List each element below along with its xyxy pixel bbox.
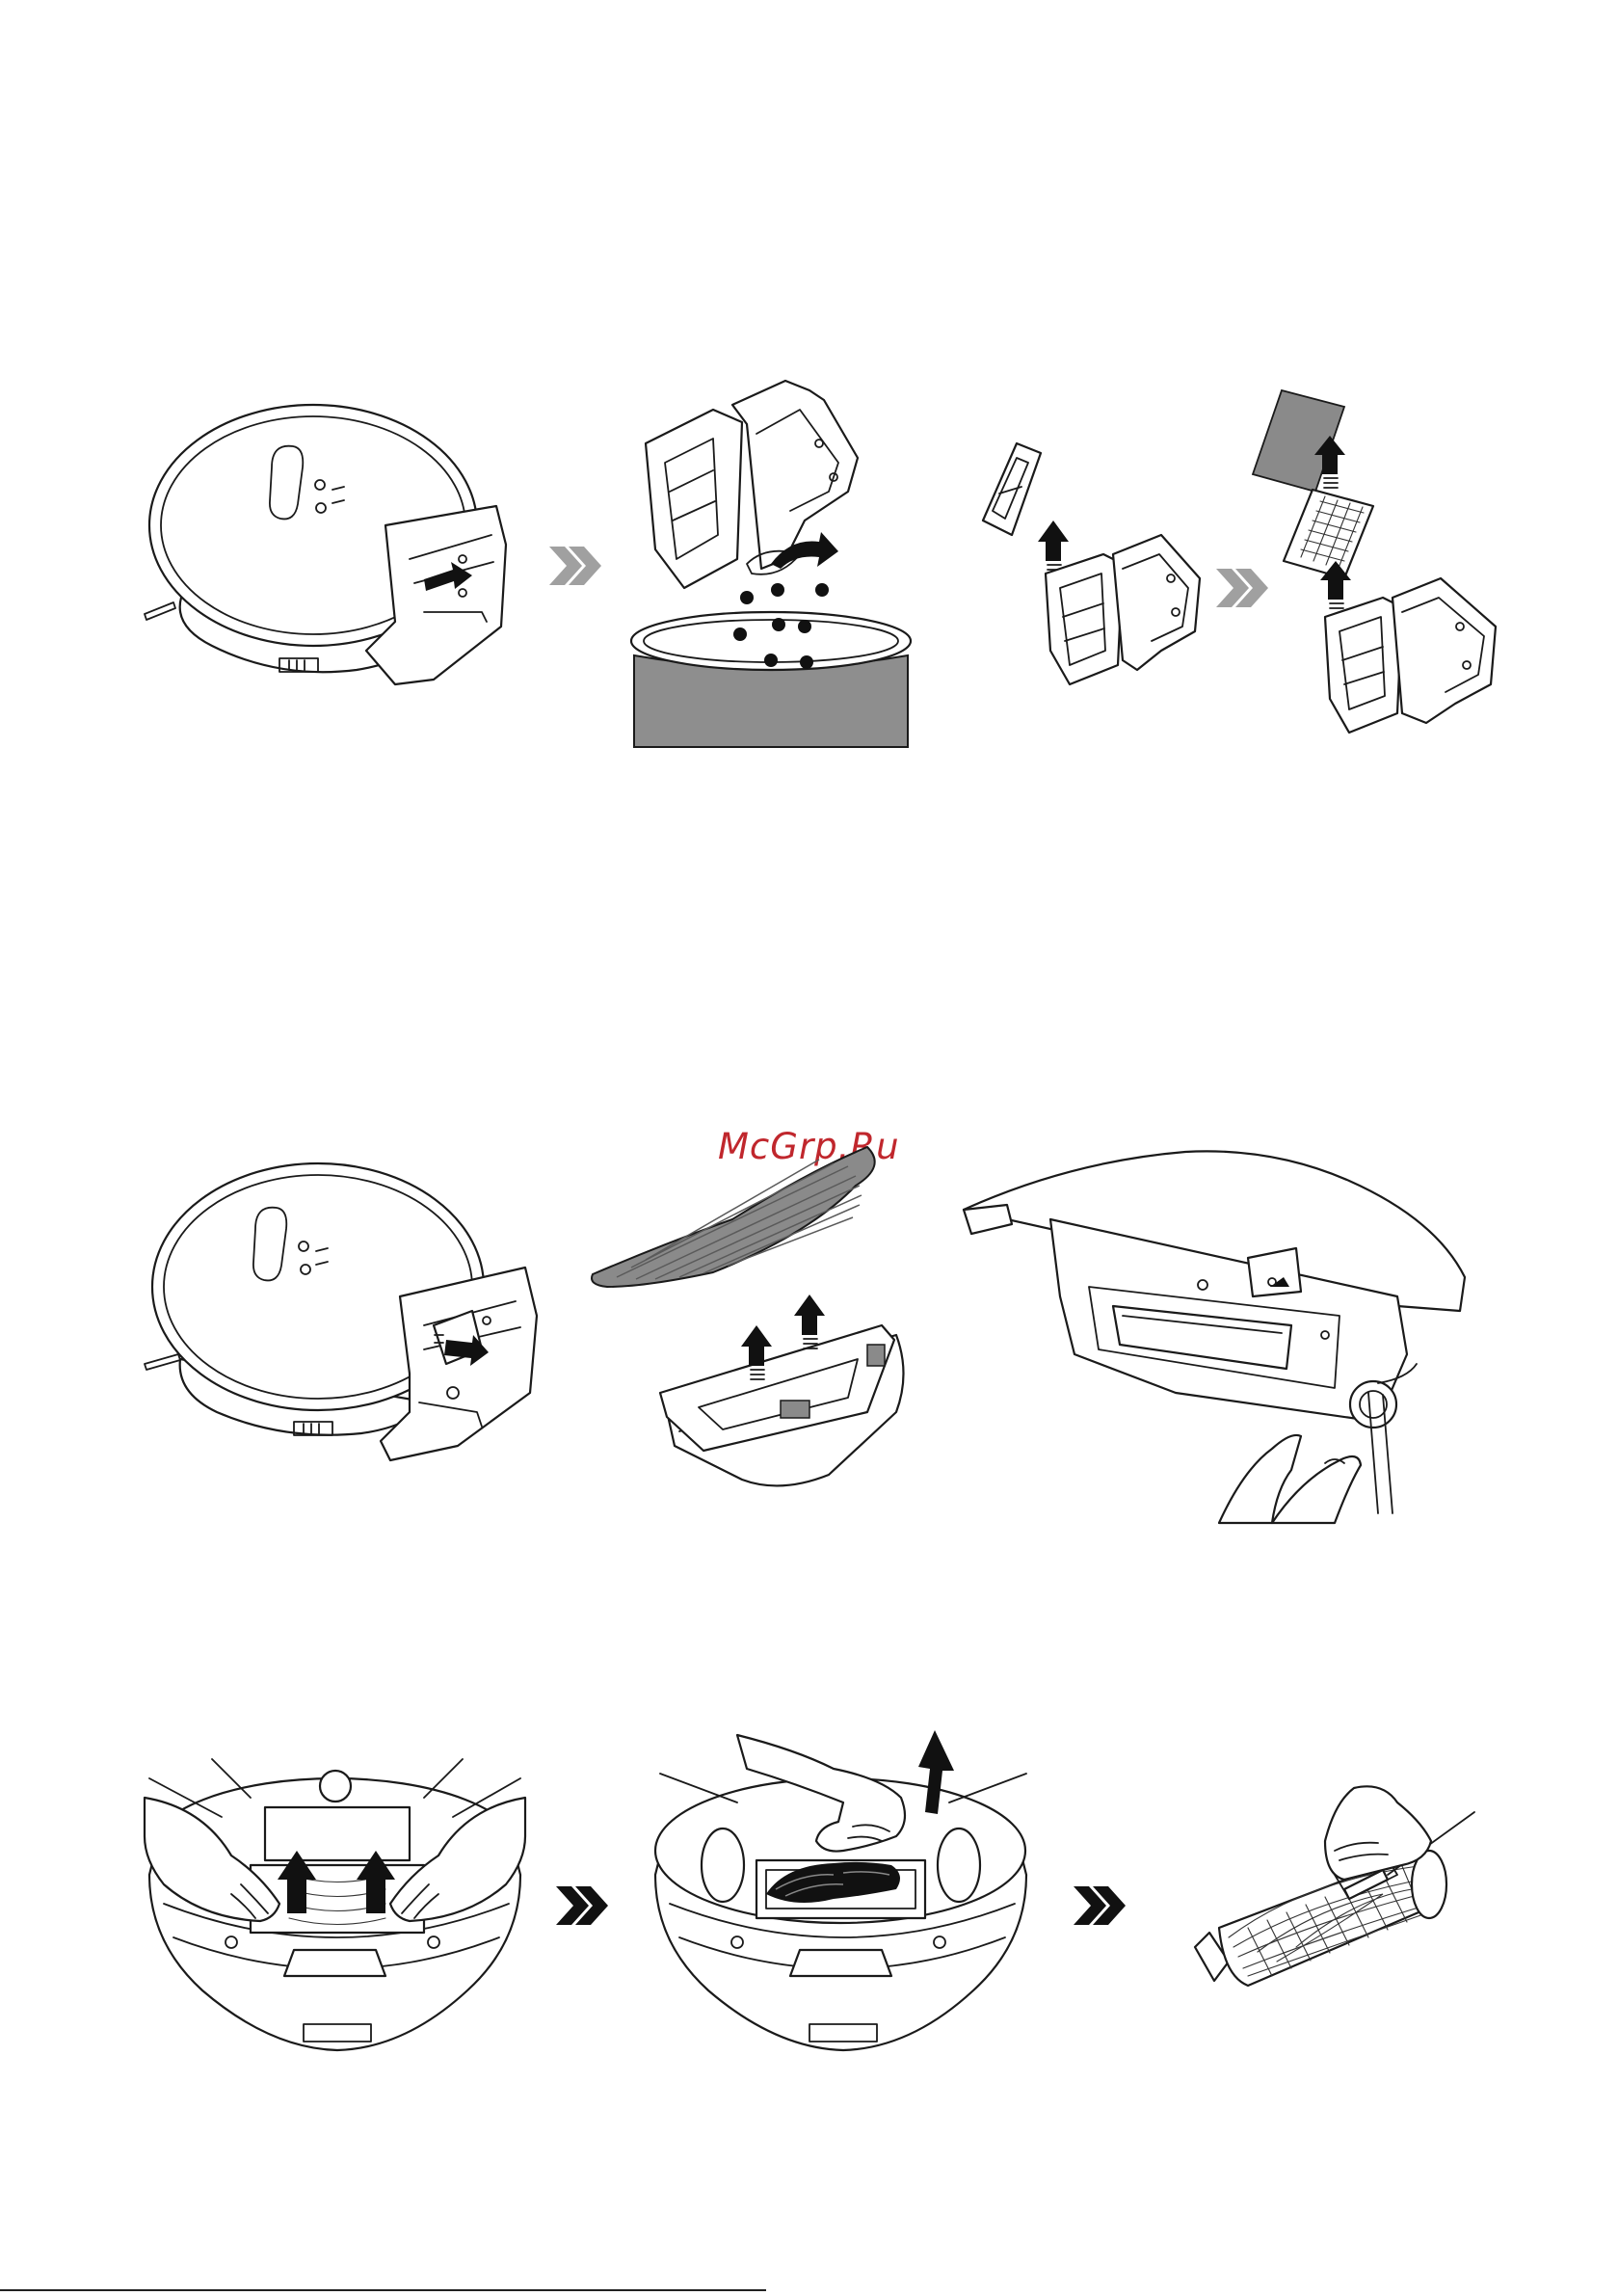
main-brush-cut-hair-illustration <box>1190 1783 1479 1995</box>
step-arrow-icon <box>547 545 605 588</box>
dustbin-filter-parts-illustration <box>1243 386 1503 757</box>
dustbin-remove-filter-illustration <box>978 434 1205 704</box>
bottom-rule <box>0 2289 766 2291</box>
robot-underside-remove-brush-illustration <box>650 1730 1031 2053</box>
step-arrow-icon <box>1072 1884 1129 1928</box>
water-tank-underside-illustration <box>954 1142 1474 1523</box>
step-arrow-icon <box>554 1884 612 1928</box>
dustbin-empty-into-bin-illustration <box>617 366 925 747</box>
robot-underside-lift-cover-illustration <box>145 1759 525 2053</box>
robot-remove-water-tank-illustration <box>140 1152 559 1470</box>
water-tank-attach-mop-illustration <box>588 1142 915 1499</box>
robot-remove-dustbin-illustration <box>135 390 520 689</box>
